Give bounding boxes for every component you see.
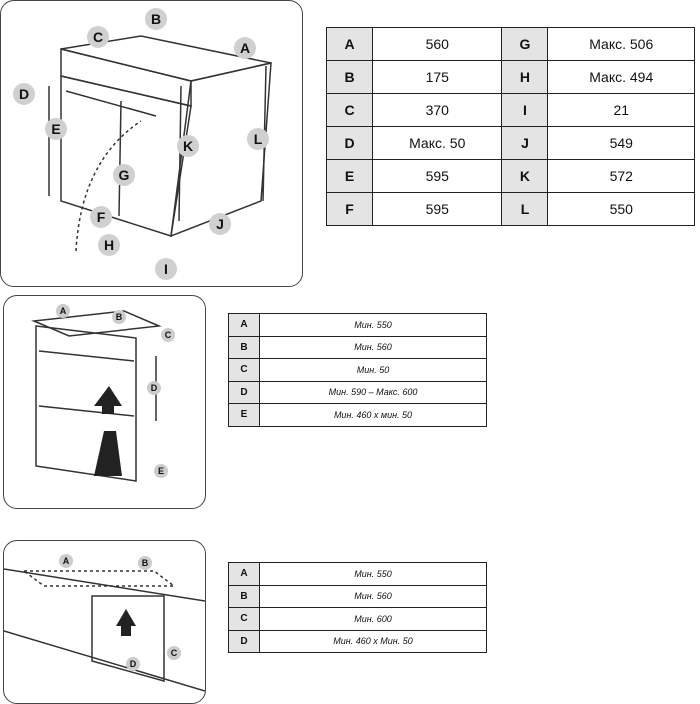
cabinet-drawing [31,310,162,482]
label-g: G [113,164,135,186]
oven-drawing [48,35,272,252]
dimension-letter: L [501,192,549,226]
label-c: C [161,328,175,342]
dimension-value: Макс. 494 [547,60,695,94]
label-d: D [13,83,35,105]
dimension-letter: B [228,584,260,608]
label-i: I [155,258,177,280]
oven-dimensions-diagram: A B C D E F G H I J K L [0,0,303,287]
dimension-letter: D [326,126,373,160]
dimension-letter: J [501,126,549,160]
dimension-letter: D [228,380,260,404]
dimension-value: Мин. 550 [259,313,487,337]
label-d: D [147,381,161,395]
undercounter-installation-diagram: A B C D [3,540,206,704]
dimension-value: 560 [371,27,503,61]
dimension-letter: C [228,358,260,382]
label-a: A [59,554,73,568]
label-b: B [138,556,152,570]
dimension-letter: B [228,335,260,359]
dimension-value: Мин. 560 [259,335,487,359]
label-l: L [247,128,269,150]
cabinet-installation-diagram: A B C D E [3,295,206,509]
label-a: A [234,37,256,59]
dimension-value: Макс. 50 [371,126,503,160]
dimension-letter: A [228,562,260,586]
dimension-letter: G [501,27,549,61]
label-f: F [90,206,112,228]
label-b: B [145,8,167,30]
dimension-value: Мин. 560 [259,584,487,608]
dimension-letter: I [501,93,549,127]
dimension-letter: C [326,93,373,127]
undercounter-drawing [4,568,205,692]
dimension-value: 595 [371,159,503,193]
label-a: A [56,304,70,318]
dimension-value: Мин. 460 x мин. 50 [259,403,487,427]
dimension-letter: D [228,629,260,653]
dimension-value: Макс. 506 [547,27,695,61]
dimension-value: Мин. 550 [259,562,487,586]
label-c: C [87,26,109,48]
dimension-value: 549 [547,126,695,160]
label-b: B [112,310,126,324]
dimension-value: 595 [371,192,503,226]
dimension-value: 550 [547,192,695,226]
label-c: C [167,646,181,660]
label-e: E [154,464,168,478]
dimension-value: Мин. 50 [259,358,487,382]
dimension-value: Мин. 460 x Мин. 50 [259,629,487,653]
dimension-letter: A [326,27,373,61]
label-h: H [98,234,120,256]
dimension-value: Мин. 600 [259,607,487,631]
dimension-value: Мин. 590 – Макс. 600 [259,380,487,404]
label-e: E [45,118,67,140]
dimension-letter: B [326,60,373,94]
dimension-letter: K [501,159,549,193]
dimension-value: 21 [547,93,695,127]
label-k: K [177,135,199,157]
dimension-letter: F [326,192,373,226]
dimension-letter: A [228,313,260,337]
dimension-letter: C [228,607,260,631]
dimension-letter: H [501,60,549,94]
dimension-letter: E [228,403,260,427]
label-d: D [126,657,140,671]
label-j: J [209,213,231,235]
dimension-value: 175 [371,60,503,94]
dimension-letter: E [326,159,373,193]
dimension-value: 370 [371,93,503,127]
dimension-value: 572 [547,159,695,193]
